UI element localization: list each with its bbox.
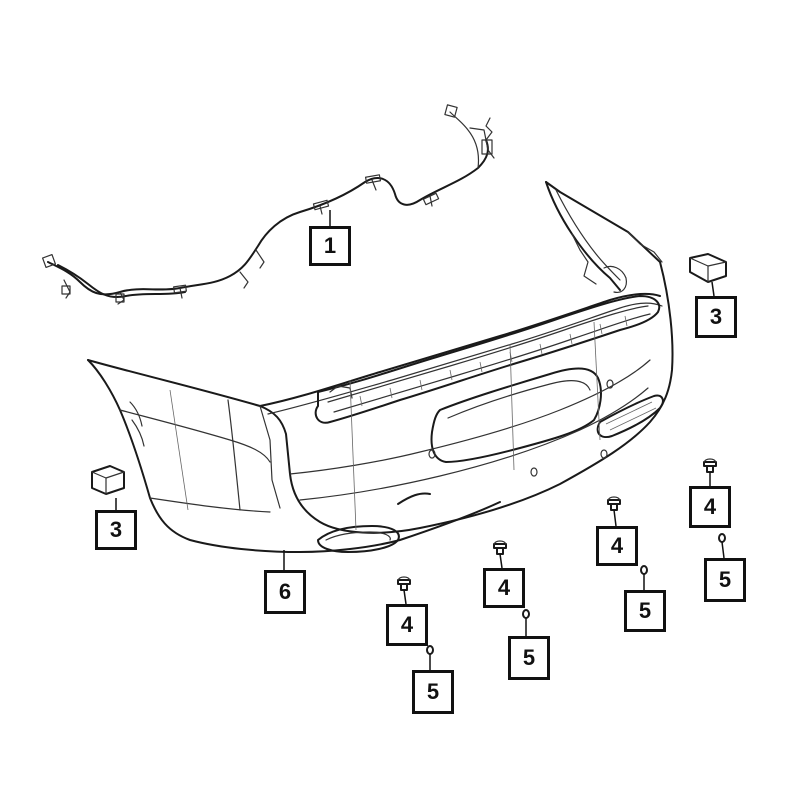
sensor-bracket-right bbox=[689, 253, 727, 283]
callout-clip-d-label: 4 bbox=[703, 494, 717, 519]
callout-nut-b[interactable]: 5 bbox=[508, 636, 550, 680]
callout-nut-c-label: 5 bbox=[638, 598, 652, 623]
rear-bumper-fascia bbox=[87, 181, 674, 553]
callout-clip-d[interactable]: 4 bbox=[689, 486, 731, 528]
callout-wiring-harness-label: 1 bbox=[323, 233, 337, 258]
sensor-bracket-left bbox=[91, 465, 125, 495]
callout-clip-a-label: 4 bbox=[400, 612, 414, 637]
push-pin-clips bbox=[397, 458, 717, 591]
callout-nut-b-label: 5 bbox=[522, 645, 536, 670]
leader-lines bbox=[115, 210, 725, 670]
grommets bbox=[426, 533, 726, 655]
callout-nut-a-label: 5 bbox=[426, 679, 440, 704]
callout-nut-d[interactable]: 5 bbox=[704, 558, 746, 602]
callout-bumper-fascia-label: 6 bbox=[278, 579, 292, 604]
callout-clip-b[interactable]: 4 bbox=[483, 568, 525, 608]
callout-nut-d-label: 5 bbox=[718, 567, 732, 592]
callout-clip-a[interactable]: 4 bbox=[386, 604, 428, 646]
callout-sensor-right-label: 3 bbox=[709, 304, 723, 329]
wiring-harness bbox=[41, 104, 495, 305]
callout-sensor-right[interactable]: 3 bbox=[695, 296, 737, 338]
callout-sensor-left[interactable]: 3 bbox=[95, 510, 137, 550]
callout-nut-a[interactable]: 5 bbox=[412, 670, 454, 714]
callout-sensor-left-label: 3 bbox=[109, 517, 123, 542]
callout-clip-b-label: 4 bbox=[497, 575, 511, 600]
callout-bumper-fascia[interactable]: 6 bbox=[264, 570, 306, 614]
callout-clip-c-label: 4 bbox=[610, 533, 624, 558]
callout-nut-c[interactable]: 5 bbox=[624, 590, 666, 632]
callout-clip-c[interactable]: 4 bbox=[596, 526, 638, 566]
callout-wiring-harness[interactable]: 1 bbox=[309, 226, 351, 266]
